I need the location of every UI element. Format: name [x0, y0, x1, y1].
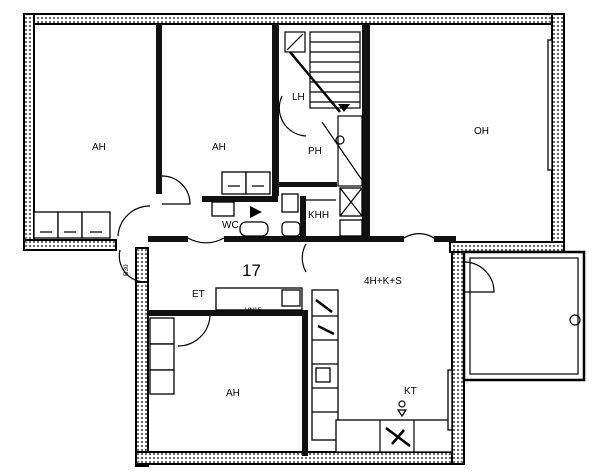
- room-label-wc: WC: [222, 220, 239, 231]
- balcony: [462, 250, 586, 382]
- apartment-type-label: 4H+K+S: [364, 276, 402, 287]
- room-label-ph: PH: [308, 146, 322, 157]
- door-code-label: B30: [123, 264, 130, 276]
- apartment-number: 17: [242, 261, 261, 280]
- room-label-et: ET: [192, 289, 205, 300]
- room-label-khh: KHH: [308, 210, 329, 221]
- room-label-oh: OH: [474, 126, 489, 137]
- stair-area: [284, 31, 361, 113]
- vent-label: VN15: [245, 307, 262, 314]
- entrance-shelf: [215, 287, 303, 311]
- wardrobes-ah2: [221, 171, 271, 195]
- exterior-walls: [23, 13, 565, 467]
- utility-khh: [306, 199, 363, 237]
- radiators: [447, 39, 553, 431]
- room-label-ah1: AH: [92, 142, 106, 153]
- bathroom-ph: [321, 115, 363, 217]
- wardrobes-ah1: [33, 211, 111, 239]
- room-label-lh: LH: [292, 92, 305, 103]
- kitchen-cabinets: [311, 289, 453, 453]
- room-label-ah2: AH: [212, 142, 226, 153]
- room-label-kt: KT: [404, 386, 417, 397]
- wardrobes-ah3: [149, 317, 175, 395]
- wc-fixtures: [211, 193, 301, 237]
- interior-walls: [148, 24, 456, 456]
- door-swings: [117, 95, 435, 347]
- room-label-ah3: AH: [226, 388, 240, 399]
